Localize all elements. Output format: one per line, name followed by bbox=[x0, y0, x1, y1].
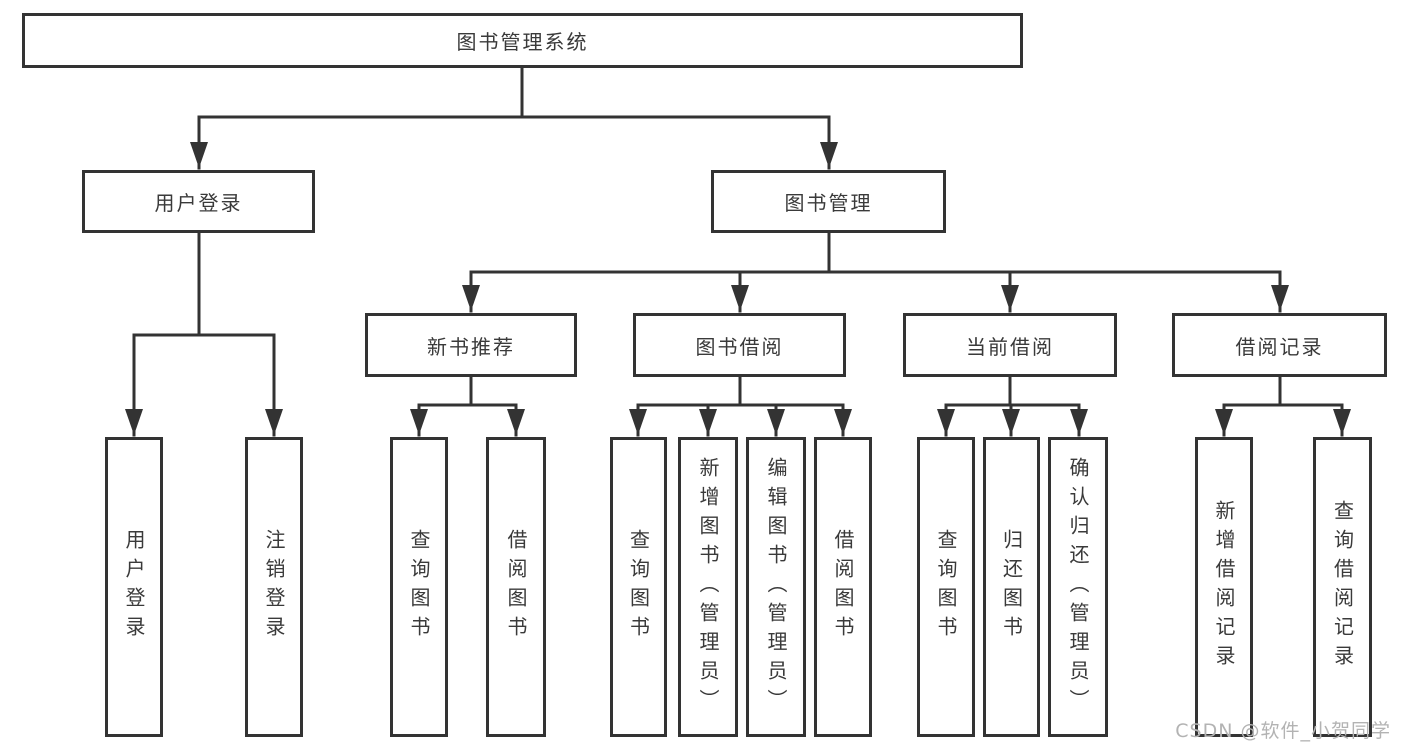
node-label: 查询借阅记录 bbox=[1330, 500, 1355, 674]
node-label: 当前借阅 bbox=[966, 334, 1054, 359]
node-label: 用户登录 bbox=[154, 191, 243, 215]
node-label: 新增借阅记录 bbox=[1212, 500, 1236, 674]
node-label: 查询图书 bbox=[407, 529, 431, 645]
node-new-book-recommend: 新书推荐 bbox=[365, 313, 577, 377]
node-leaf-user-login: 用户登录 bbox=[105, 437, 163, 737]
node-book-borrow: 图书借阅 bbox=[633, 313, 846, 377]
node-label: 图书管理 bbox=[784, 191, 873, 215]
node-borrow-record: 借阅记录 bbox=[1172, 313, 1387, 377]
node-label: 图书借阅 bbox=[695, 334, 784, 359]
node-leaf-borrow-book: 借阅图书 bbox=[486, 437, 546, 737]
node-leaf-edit-book-admin: 编辑图书（管理员） bbox=[746, 437, 806, 737]
node-label: 借阅记录 bbox=[1235, 334, 1324, 359]
node-label: 编辑图书（管理员） bbox=[764, 456, 788, 718]
node-leaf-confirm-return-admin: 确认归还（管理员） bbox=[1048, 437, 1108, 737]
csdn-watermark: CSDN @软件_小贺同学 bbox=[1175, 720, 1391, 742]
node-leaf-return-book: 归还图书 bbox=[983, 437, 1040, 737]
node-label: 新书推荐 bbox=[427, 334, 515, 359]
node-leaf-query-book: 查询图书 bbox=[610, 437, 667, 737]
node-label: 借阅图书 bbox=[504, 529, 528, 645]
node-label: 注销登录 bbox=[262, 529, 286, 645]
node-leaf-query-book: 查询图书 bbox=[390, 437, 448, 737]
node-leaf-borrow-book: 借阅图书 bbox=[814, 437, 872, 737]
node-book-management: 图书管理 bbox=[711, 170, 946, 233]
node-label: 图书管理系统 bbox=[456, 30, 589, 54]
node-label: 确认归还（管理员） bbox=[1066, 456, 1090, 718]
node-leaf-query-book: 查询图书 bbox=[917, 437, 975, 737]
node-leaf-add-book-admin: 新增图书（管理员） bbox=[678, 437, 738, 737]
node-label: 新增图书（管理员） bbox=[696, 456, 720, 718]
node-label: 查询图书 bbox=[626, 529, 651, 645]
node-library-management-system: 图书管理系统 bbox=[22, 13, 1023, 68]
node-leaf-query-borrow-record: 查询借阅记录 bbox=[1313, 437, 1372, 737]
node-label: 归还图书 bbox=[999, 529, 1024, 645]
node-current-borrow: 当前借阅 bbox=[903, 313, 1117, 377]
node-label: 借阅图书 bbox=[831, 529, 855, 645]
node-leaf-logout: 注销登录 bbox=[245, 437, 303, 737]
node-label: 查询图书 bbox=[934, 529, 958, 645]
node-label: 用户登录 bbox=[122, 529, 146, 645]
node-user-login: 用户登录 bbox=[82, 170, 315, 233]
node-leaf-add-borrow-record: 新增借阅记录 bbox=[1195, 437, 1253, 737]
